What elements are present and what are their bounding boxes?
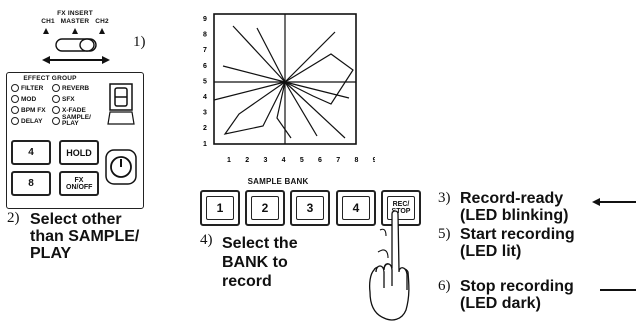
y-tick-label: 8: [203, 32, 207, 39]
led-icon: [11, 84, 19, 92]
fx-insert-option-master: MASTER: [60, 18, 90, 25]
y-tick-label: 4: [203, 94, 207, 101]
master-marker-icon: [72, 28, 78, 34]
effect-mod[interactable]: MOD: [11, 95, 36, 103]
x-tick-label: 5: [300, 157, 304, 164]
led-icon: [52, 84, 60, 92]
hold-button[interactable]: HOLD: [59, 140, 99, 165]
effect-x-fade[interactable]: X-FADE: [52, 106, 86, 114]
effect-group-panel: [6, 72, 144, 209]
effect-filter[interactable]: FILTER: [11, 84, 43, 92]
led-icon: [52, 117, 60, 125]
y-tick-label: 6: [203, 63, 207, 70]
fx-insert-option-ch1: CH1: [41, 18, 55, 25]
y-tick-label: 3: [203, 110, 207, 117]
pointing-hand-icon: [368, 210, 410, 321]
fx-insert-title: FX INSERT: [57, 10, 93, 17]
rec-stop-button[interactable]: REC/ STOP: [381, 190, 421, 226]
x-tick-label: 1: [227, 157, 231, 164]
x-tick-label: 7: [336, 157, 340, 164]
bank-button-3[interactable]: 3: [290, 190, 330, 226]
switch-knob[interactable]: [79, 38, 95, 52]
x-tick-label: 4: [282, 157, 286, 164]
step-arrows: [592, 198, 636, 291]
step-2-number: 2): [7, 210, 20, 226]
y-tick-label: 2: [203, 125, 207, 132]
step-6-text: Stop recording (LED dark): [460, 278, 574, 312]
step-5-number: 5): [438, 226, 451, 242]
fx-insert-switch[interactable]: [30, 24, 120, 68]
led-icon: [11, 95, 19, 103]
button-4-left[interactable]: 4: [11, 140, 51, 165]
x-tick-label: 3: [263, 157, 267, 164]
x-tick-label: 2: [245, 157, 249, 164]
fx-onoff-button[interactable]: FX ON/OFF: [59, 171, 99, 196]
pad-trace: [213, 14, 356, 144]
step-2-text: Select other than SAMPLE/ PLAY: [30, 211, 140, 262]
bank-button-2[interactable]: 2: [245, 190, 285, 226]
y-tick-label: 1: [203, 141, 207, 148]
effect-bpm-fx[interactable]: BPM FX: [11, 106, 46, 114]
led-icon: [52, 95, 60, 103]
effect-group-title: EFFECT GROUP: [23, 75, 77, 82]
bank-button-1[interactable]: 1: [200, 190, 240, 226]
y-tick-label: 5: [203, 78, 207, 85]
step-3-number: 3): [438, 190, 451, 206]
effect-reverb[interactable]: REVERB: [52, 84, 89, 92]
fx-insert-option-ch2: CH2: [95, 18, 109, 25]
led-icon: [11, 106, 19, 114]
step-1-number: 1): [133, 34, 146, 50]
led-icon: [52, 106, 60, 114]
sample-bank-label: SAMPLE BANK: [247, 177, 309, 186]
x-tick-label: 9: [373, 157, 375, 164]
ch1-marker-icon: [43, 28, 49, 34]
x-tick-label: 6: [318, 157, 322, 164]
step-4-text: Select the BANK to record: [222, 235, 298, 290]
led-icon: [11, 117, 19, 125]
step-3-text: Record-ready (LED blinking): [460, 190, 569, 224]
effect-sfx[interactable]: SFX: [52, 95, 75, 103]
x-tick-label: 8: [354, 157, 358, 164]
segment-display: [107, 83, 135, 125]
y-tick-label: 9: [203, 16, 207, 23]
effect-knob[interactable]: [104, 148, 140, 188]
step-4-number: 4): [200, 232, 213, 248]
step-6-number: 6): [438, 278, 451, 294]
button-8-left[interactable]: 8: [11, 171, 51, 196]
ch2-marker-icon: [99, 28, 105, 34]
effect-delay[interactable]: DELAY: [11, 117, 42, 125]
bank-button-4[interactable]: 4: [336, 190, 376, 226]
effect-sample-play[interactable]: SAMPLE/ PLAY: [52, 114, 91, 127]
y-tick-label: 7: [203, 47, 207, 54]
step-5-text: Start recording (LED lit): [460, 226, 575, 260]
xy-pad[interactable]: 9 8 7 6 5 4 3 2 1 1 2 3 4 5 6 7 8 9: [195, 8, 375, 168]
